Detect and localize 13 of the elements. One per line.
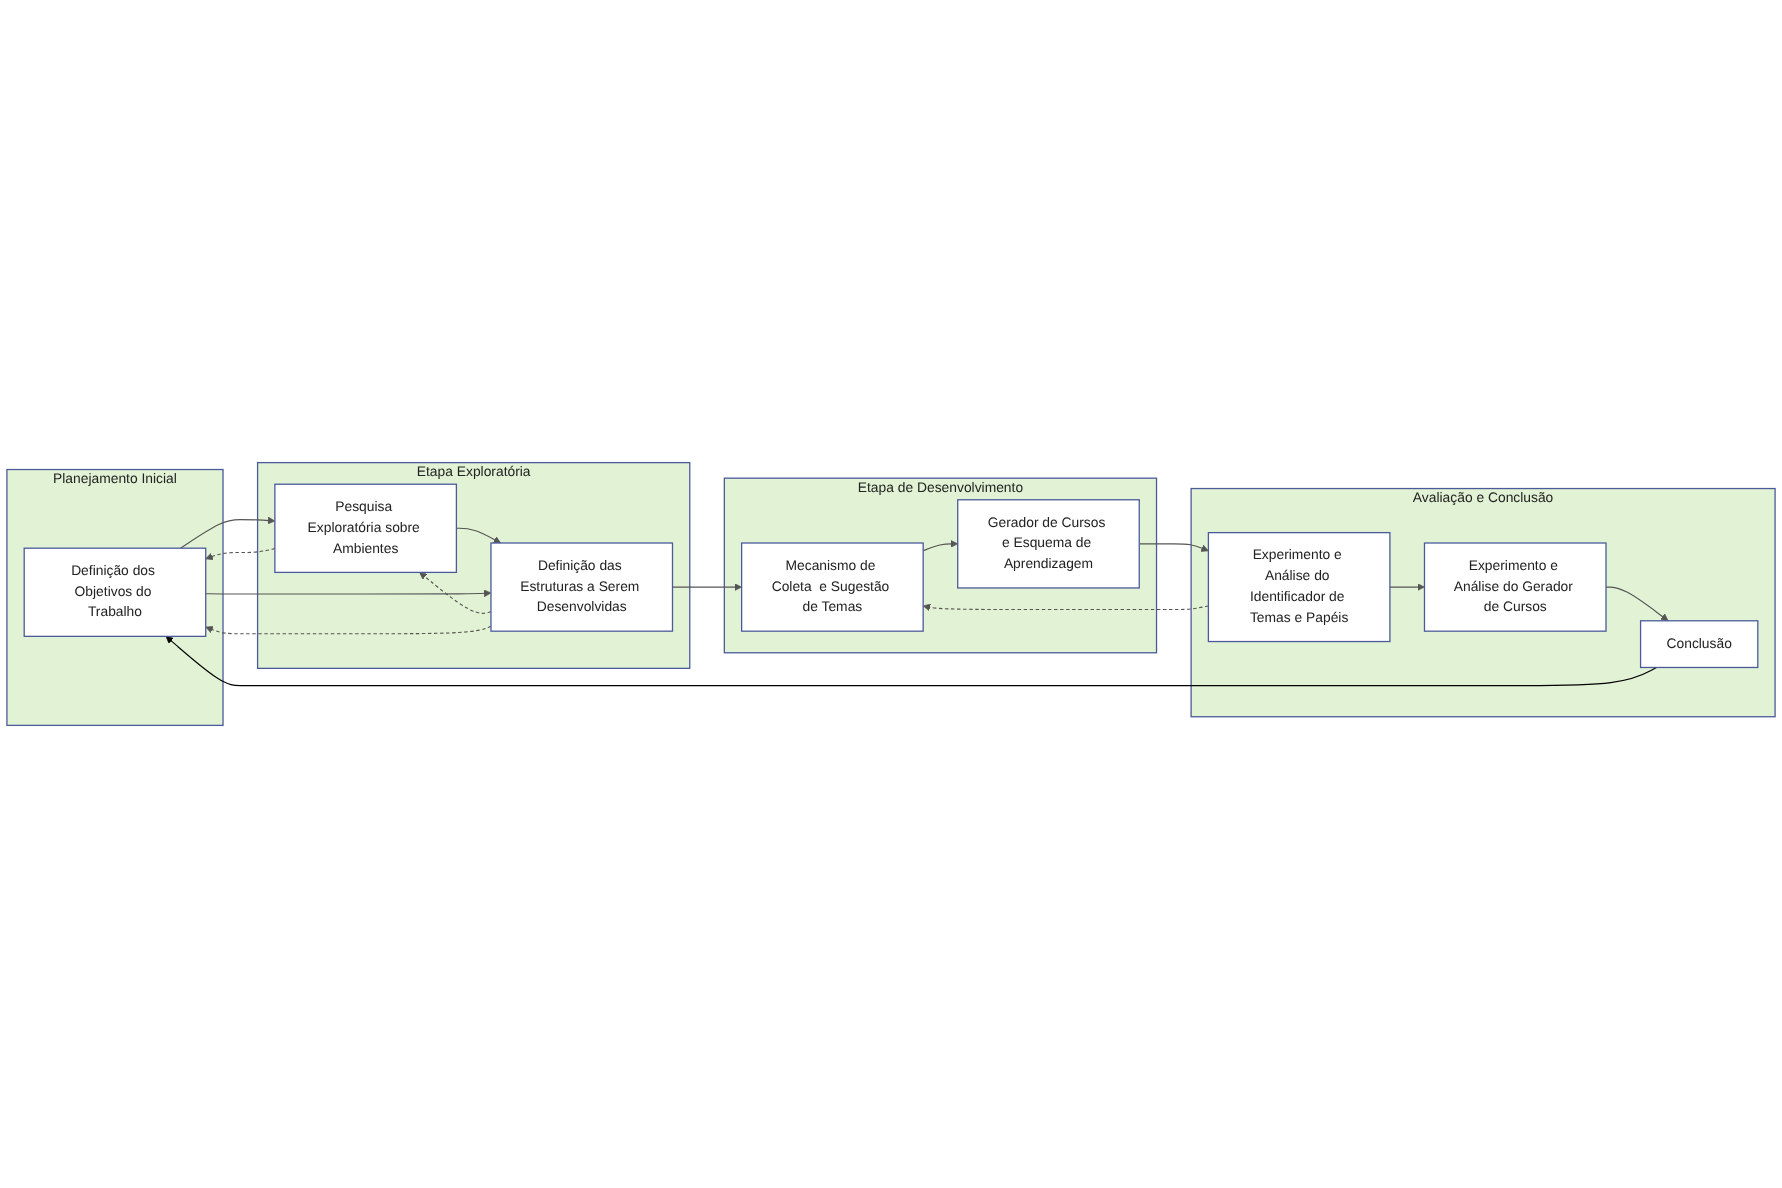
arrow — [205, 589, 492, 598]
arrow — [180, 516, 276, 549]
arrow — [419, 572, 492, 614]
arrow — [455, 527, 502, 544]
arrow — [1138, 543, 1209, 552]
arrow — [165, 636, 1658, 687]
arrow — [205, 548, 276, 561]
arrow — [671, 583, 742, 591]
arrow — [922, 540, 959, 552]
arrow — [922, 603, 1209, 612]
arrow — [1389, 583, 1425, 591]
arrow — [1605, 586, 1669, 622]
arrow — [205, 625, 492, 635]
